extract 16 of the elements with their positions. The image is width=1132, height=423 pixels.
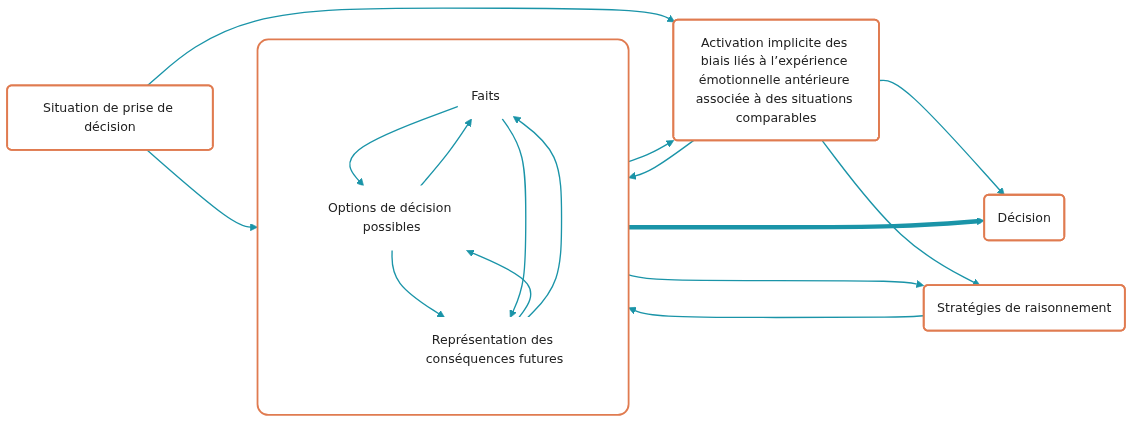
cluster	[256, 38, 630, 416]
arrow	[628, 217, 985, 230]
node-text: Représentation des conséquences futures	[425, 332, 564, 366]
arrow	[146, 7, 676, 87]
arrow	[878, 79, 1005, 196]
arrow	[821, 140, 981, 286]
arrow	[466, 249, 532, 319]
arrow	[349, 105, 459, 187]
arrow	[391, 249, 445, 318]
arrow	[146, 149, 258, 232]
arrow	[512, 116, 563, 319]
arrow	[419, 118, 472, 187]
node-text: Faits	[471, 88, 500, 103]
node-text: Options de décision possibles	[327, 200, 452, 234]
arrow	[501, 118, 527, 318]
arrow	[628, 139, 695, 180]
